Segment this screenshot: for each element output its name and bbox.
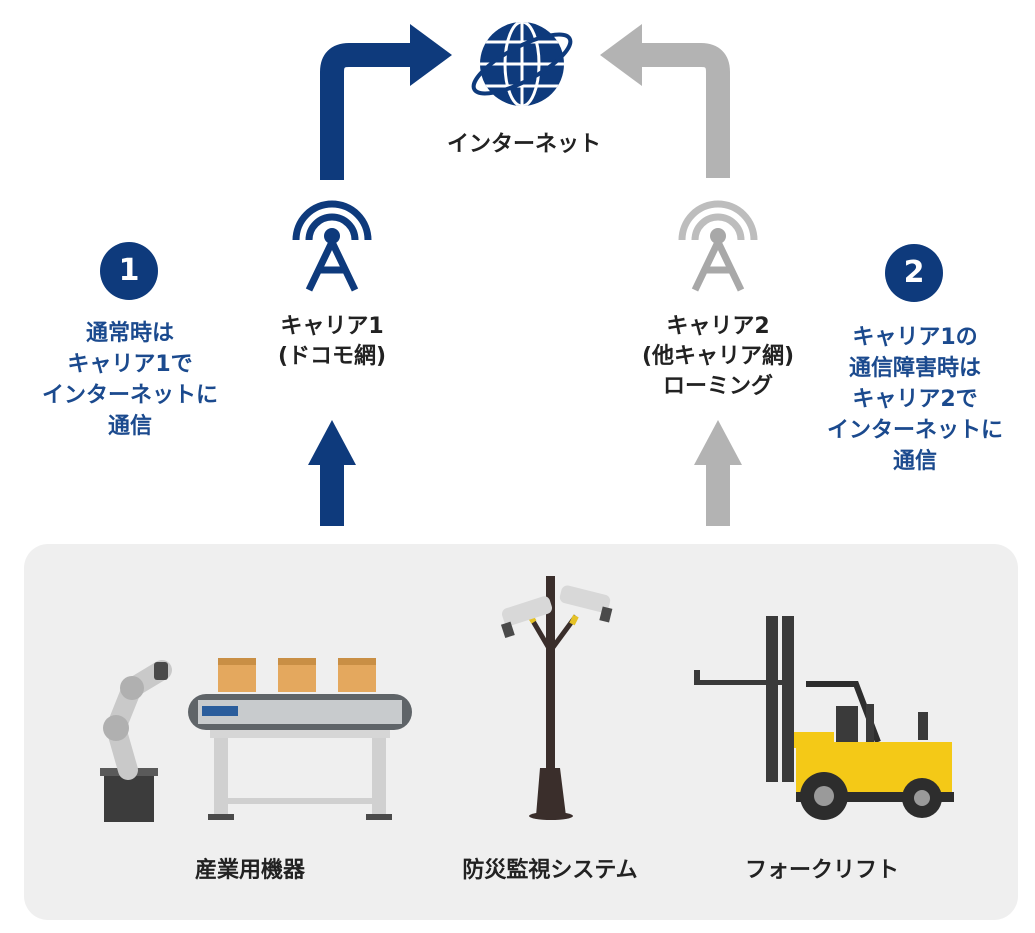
carrier1-to-internet-arrowhead [410,24,452,86]
carrier2-roaming: ローミング [662,374,773,399]
industrial-robot-conveyor-icon [100,658,412,822]
internet-label: インターネット [446,132,601,157]
carrier1-note-line3: インターネットに [41,383,218,408]
forklift-icon [694,616,954,820]
carrier2-name: キャリア2 [666,314,770,339]
carrier1-network: (ドコモ網) [277,344,387,369]
carrier2-note-line2: 通信障害時は [848,356,981,381]
carrier2-to-internet-arrow [638,43,730,178]
carrier1-name: キャリア1 [280,314,384,339]
carrier2-tower-icon [678,200,758,292]
carrier2-to-internet-arrowhead [600,24,642,86]
carrier2-note-line5: 通信 [892,449,937,474]
device-to-carrier2-arrow [706,460,730,526]
carrier1-note-line4: 通信 [107,414,152,439]
carrier1-note-line2: キャリア1で [67,352,193,377]
step-2-badge: 2 [885,244,943,302]
globe-icon [471,22,573,106]
carrier2-network: (他キャリア網) [641,344,795,369]
industrial-equipment-label: 産業用機器 [194,858,305,883]
carrier1-to-internet-arrow [320,43,414,180]
carrier1-note-line1: 通常時は [85,321,174,346]
device-to-carrier1-arrowhead [308,420,356,465]
disaster-monitoring-label: 防災監視システム [462,858,638,883]
step-1-badge: 1 [100,242,158,300]
arrows-layer [308,24,742,526]
device-to-carrier2-arrowhead [694,420,742,465]
carrier2-note-line3: キャリア2で [852,387,978,412]
carrier2-note-line1: キャリア1の [852,325,978,350]
surveillance-camera-pole-icon [500,576,613,820]
carrier1-tower-icon [292,200,372,292]
carrier2-note-line4: インターネットに [826,418,1003,443]
device-to-carrier1-arrow [320,460,344,526]
forklift-label: フォークリフト [744,858,899,883]
